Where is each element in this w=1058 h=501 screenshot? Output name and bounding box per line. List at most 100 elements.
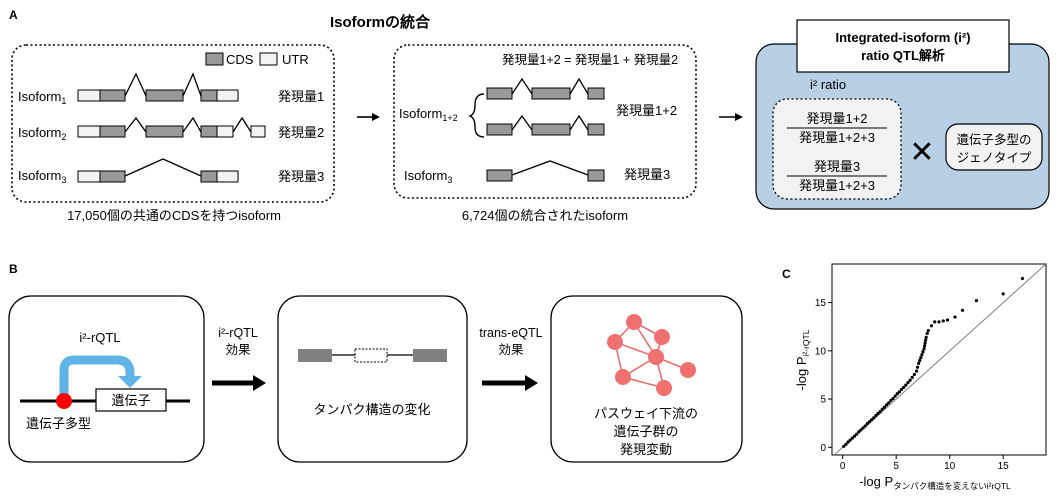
- merged-expression: 発現量1+2: [616, 103, 677, 118]
- isoform3-gene-model: [77, 158, 239, 183]
- qq-point: [887, 401, 891, 405]
- i2-ratio-label: i² ratio: [810, 77, 846, 92]
- qq-point: [912, 372, 916, 377]
- arrow-icon: [482, 375, 538, 391]
- isoform1-expression: 発現量1: [278, 89, 324, 104]
- qq-point: [921, 350, 925, 354]
- qq-point: [899, 387, 904, 392]
- merged-count-caption: 6,724個の統合されたisoform: [462, 208, 628, 223]
- qq-point: [974, 299, 979, 303]
- i2-ratio-qtl-title-box: [796, 19, 1010, 73]
- altered-exon-model: [298, 348, 447, 363]
- qq-point: [922, 347, 926, 351]
- merged-gene-model-2: [486, 114, 605, 136]
- fraction1-numerator: 発現量1+2: [806, 111, 867, 126]
- fraction2-numerator: 発現量3: [814, 159, 860, 174]
- panel-b-letter: B: [9, 262, 18, 276]
- qq-point: [848, 438, 852, 442]
- qq-point: [861, 426, 865, 430]
- qq-point: [867, 420, 872, 424]
- panel-a: A Isoformの統合 CDS UTR Isoform1 発現量1 Isofo…: [9, 8, 1050, 223]
- qq-point: [855, 432, 859, 436]
- qq-point: [902, 385, 906, 390]
- qq-point: [878, 409, 882, 414]
- i2-rqtl-arrow-label: i²-rQTL: [79, 330, 120, 345]
- qq-point: [884, 403, 889, 407]
- pathway-box: [550, 295, 743, 463]
- qq-point: [891, 396, 895, 401]
- qq-point: [869, 418, 874, 422]
- regulation-arrowhead-icon: [118, 376, 142, 388]
- qq-point: [926, 328, 930, 333]
- qq-point: [897, 390, 902, 394]
- x-axis-label: -log Pタンパク構造を変えないi²rQTL: [859, 474, 1011, 491]
- isoform1-gene-model: [77, 72, 239, 102]
- isoform2-expression: 発現量2: [278, 125, 324, 140]
- qq-point: [865, 422, 869, 426]
- panel-a-title: Isoformの統合: [330, 13, 431, 31]
- panel-b: B i²-rQTL 遺伝子 遺伝子多型 i²-rQTL 効果 タンパク構造の変化…: [8, 262, 743, 463]
- genotype-line2: ジェノタイプ: [957, 151, 1032, 165]
- qq-point: [1020, 276, 1025, 281]
- qq-point: [844, 442, 848, 446]
- qq-point: [889, 398, 893, 403]
- qq-point: [852, 434, 857, 438]
- x-tick-label: 5: [893, 461, 899, 472]
- utr-legend-swatch: [259, 52, 278, 66]
- panel-a-letter: A: [9, 8, 18, 22]
- isoform2-label: Isoform2: [18, 125, 66, 142]
- protein-change-label: タンパク構造の変化: [313, 402, 430, 417]
- qq-point: [842, 444, 846, 448]
- merged-isoform-label: Isoform1+2: [399, 106, 458, 123]
- arrow2-line2: 効果: [498, 342, 524, 357]
- qq-point: [924, 335, 928, 339]
- variant-label: 遺伝子多型: [26, 416, 91, 431]
- variant-dot: [56, 393, 72, 409]
- qq-point: [918, 358, 922, 363]
- isoform3-merged-gene-model: [486, 160, 605, 182]
- x-tick-label: 15: [998, 461, 1010, 472]
- arrow-icon: [357, 113, 380, 121]
- variant-effect-box: [8, 295, 205, 463]
- arrow2-line1: trans-eQTL: [479, 326, 542, 340]
- qq-point: [876, 411, 880, 416]
- isoform3-expression: 発現量3: [278, 169, 324, 184]
- qq-point: [850, 436, 854, 440]
- y-tick-label: 10: [815, 346, 827, 357]
- qq-point: [922, 344, 927, 348]
- arrow1-line1: i²-rQTL: [218, 326, 258, 340]
- ratio-box: [772, 98, 902, 200]
- qq-point: [929, 324, 934, 328]
- qq-point: [941, 319, 945, 323]
- i2-ratio-qtl-title-line1: Integrated-isoform (i²): [835, 30, 970, 45]
- qq-point: [924, 338, 928, 342]
- arrow-icon: [212, 375, 266, 391]
- genotype-line1: 遺伝子多型の: [956, 132, 1031, 147]
- qq-point: [923, 341, 927, 345]
- qq-point: [914, 369, 919, 373]
- pathway-line3: 発現変動: [620, 442, 672, 457]
- qq-point: [919, 355, 923, 360]
- qq-point: [960, 308, 965, 312]
- qq-point: [908, 378, 912, 382]
- qq-point: [904, 383, 908, 387]
- qq-point: [917, 361, 921, 365]
- i2-ratio-qtl-title-line2: ratio QTL解析: [861, 48, 945, 63]
- genotype-box: [945, 123, 1043, 171]
- qq-point: [916, 365, 920, 369]
- regulation-arrow-icon: [59, 355, 135, 398]
- isoform3-merged-expression: 発現量3: [624, 167, 670, 182]
- arrow1-line2: 効果: [225, 342, 251, 357]
- pathway-line2: 遺伝子群の: [613, 424, 678, 439]
- expression-equation: 発現量1+2 = 発現量1 + 発現量2: [502, 53, 678, 67]
- qq-point: [945, 318, 950, 322]
- gene-box: [95, 388, 167, 412]
- pathway-line1: パスウェイ下流の: [594, 406, 698, 421]
- qq-point: [1001, 292, 1005, 296]
- merged-isoform-box: [393, 44, 697, 199]
- isoform2-gene-model: [77, 116, 266, 138]
- qq-point: [910, 375, 914, 379]
- qq-point: [863, 424, 867, 428]
